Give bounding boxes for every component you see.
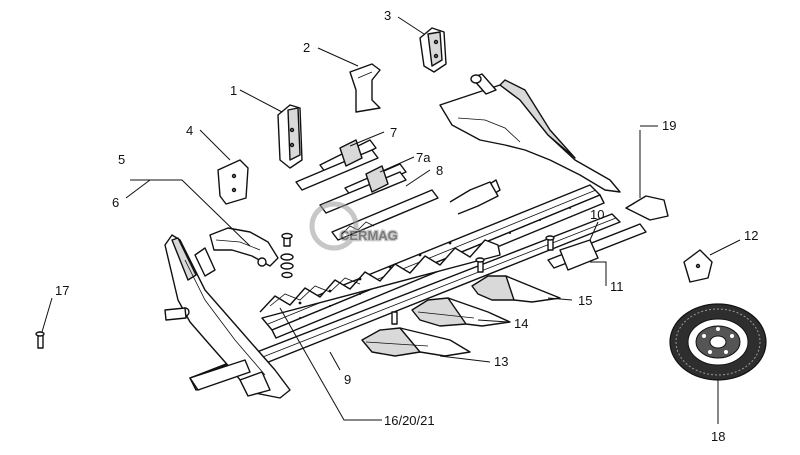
part-5-6-guard (209, 227, 294, 279)
callout-5: 5 (118, 152, 125, 167)
callout-12: 12 (744, 228, 758, 243)
callout-labels: 1 2 3 4 5 6 7 7a 8 9 10 11 12 13 14 15 1… (55, 8, 758, 444)
callout-7: 7 (390, 125, 397, 140)
part-15-knife (471, 257, 561, 303)
part-14-knife (411, 297, 511, 327)
callout-7a: 7a (416, 150, 431, 165)
watermark-text: CERMAG (340, 228, 398, 243)
callout-18: 18 (711, 429, 725, 444)
callout-16-20-21: 16/20/21 (384, 413, 435, 428)
callout-1: 1 (230, 83, 237, 98)
callout-14: 14 (514, 316, 528, 331)
part-17-bolt (35, 331, 45, 349)
callout-11: 11 (610, 279, 624, 294)
knife-rivets (298, 241, 452, 305)
callout-8: 8 (436, 163, 443, 178)
part-10-11-bar (545, 223, 647, 271)
knife-section (259, 179, 501, 319)
part-1-bracket (277, 104, 303, 169)
part-19-blade (625, 130, 669, 221)
callout-4: 4 (186, 123, 193, 138)
part-2-bracket (349, 63, 381, 113)
callout-10: 10 (590, 207, 604, 222)
callout-17: 17 (55, 283, 69, 298)
part-3-bracket (419, 27, 447, 73)
left-shoe-frame (164, 234, 291, 399)
part-18-clutch-disc (669, 303, 767, 381)
callout-13: 13 (494, 354, 508, 369)
callout-15: 15 (578, 293, 592, 308)
part-13-knife (361, 311, 471, 357)
part-12-plate (683, 249, 713, 283)
callout-6: 6 (112, 195, 119, 210)
guard-bolts (257, 232, 294, 279)
leader-lines (41, 16, 741, 424)
callout-2: 2 (303, 40, 310, 55)
part-7-guard (295, 139, 379, 191)
part-4-plate (217, 159, 249, 205)
right-outer-shoe (439, 73, 621, 193)
cermag-watermark: CERMAG (309, 201, 399, 251)
callout-19: 19 (662, 118, 676, 133)
callout-3: 3 (384, 8, 391, 23)
callout-9: 9 (344, 372, 351, 387)
